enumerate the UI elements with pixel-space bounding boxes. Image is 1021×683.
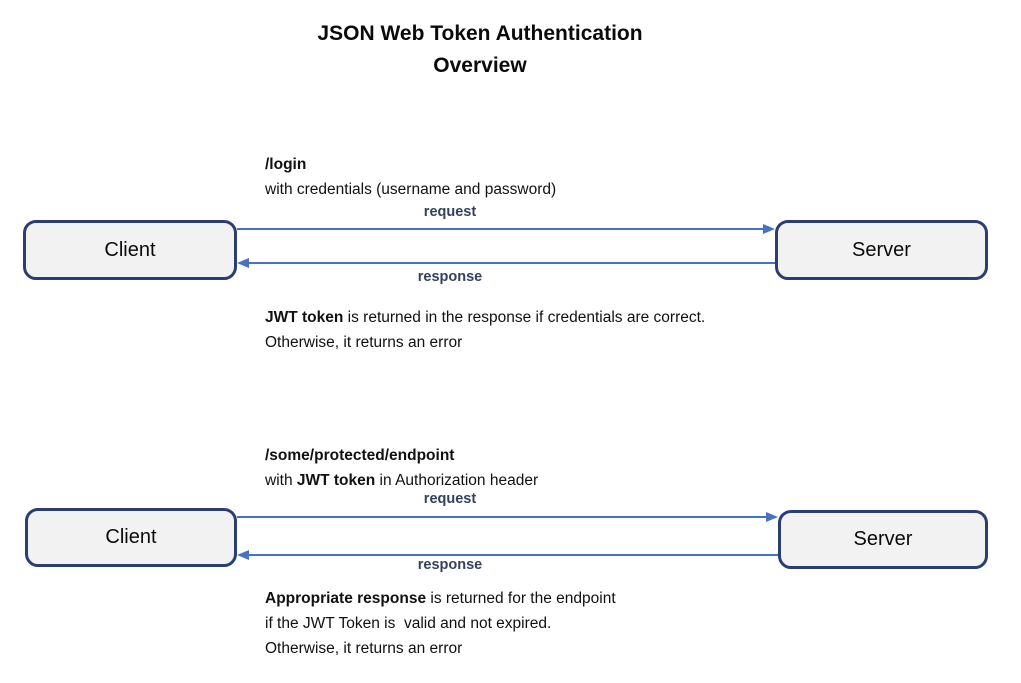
flow-protected-endpoint: /some/protected/endpoint with JWT token … <box>0 436 1021 671</box>
endpoint-detail: with JWT token in Authorization header <box>265 468 538 493</box>
client-node: Client <box>25 508 237 567</box>
response-arrowhead-icon <box>237 550 249 560</box>
request-arrow-line <box>237 516 767 518</box>
diagram-title: JSON Web Token Authentication Overview <box>185 18 775 82</box>
response-arrow-line <box>249 554 778 556</box>
note-line2: Otherwise, it returns an error <box>265 334 463 351</box>
endpoint-description: /some/protected/endpoint with JWT token … <box>265 443 538 493</box>
server-node-label: Server <box>852 238 911 261</box>
detail-text: in Authorization header <box>375 472 539 489</box>
note-line3: Otherwise, it returns an error <box>265 640 463 657</box>
note-bold-text: JWT token <box>265 309 344 326</box>
note-bold-text: Appropriate response <box>265 590 427 607</box>
server-node: Server <box>778 510 988 569</box>
flow-login: /login with credentials (username and pa… <box>0 145 1021 360</box>
server-node-label: Server <box>853 528 913 550</box>
flow-note: JWT token is returned in the response if… <box>265 305 705 355</box>
flow-note: Appropriate response is returned for the… <box>265 586 616 661</box>
note-text: is returned in the response if credentia… <box>343 309 706 326</box>
response-arrow-line <box>249 262 775 264</box>
note-line1: JWT token is returned in the response if… <box>265 305 705 330</box>
request-arrowhead-icon <box>766 512 778 522</box>
detail-bold-text: JWT token <box>296 472 376 489</box>
client-node-label: Client <box>105 526 157 548</box>
server-node: Server <box>775 220 988 280</box>
request-arrowhead-icon <box>763 224 775 234</box>
endpoint-description: /login with credentials (username and pa… <box>265 152 556 202</box>
note-text: is returned for the endpoint <box>426 590 616 607</box>
diagram-title-line2: Overview <box>433 54 527 77</box>
detail-text: with credentials (username and password) <box>265 181 557 198</box>
endpoint-path: /some/protected/endpoint <box>265 447 455 464</box>
response-arrowhead-icon <box>237 258 249 268</box>
response-label: response <box>417 557 483 573</box>
detail-text: with <box>265 472 297 489</box>
client-node-label: Client <box>104 238 156 261</box>
request-label: request <box>423 204 477 220</box>
client-node: Client <box>23 220 237 280</box>
request-label: request <box>423 491 477 507</box>
endpoint-detail: with credentials (username and password) <box>265 177 556 202</box>
request-arrow-line <box>237 228 764 230</box>
endpoint-path: /login <box>265 156 307 173</box>
response-label: response <box>417 269 483 285</box>
diagram-title-line1: JSON Web Token Authentication <box>317 22 643 45</box>
note-line1: Appropriate response is returned for the… <box>265 586 616 611</box>
note-line2: if the JWT Token is valid and not expire… <box>265 615 552 632</box>
